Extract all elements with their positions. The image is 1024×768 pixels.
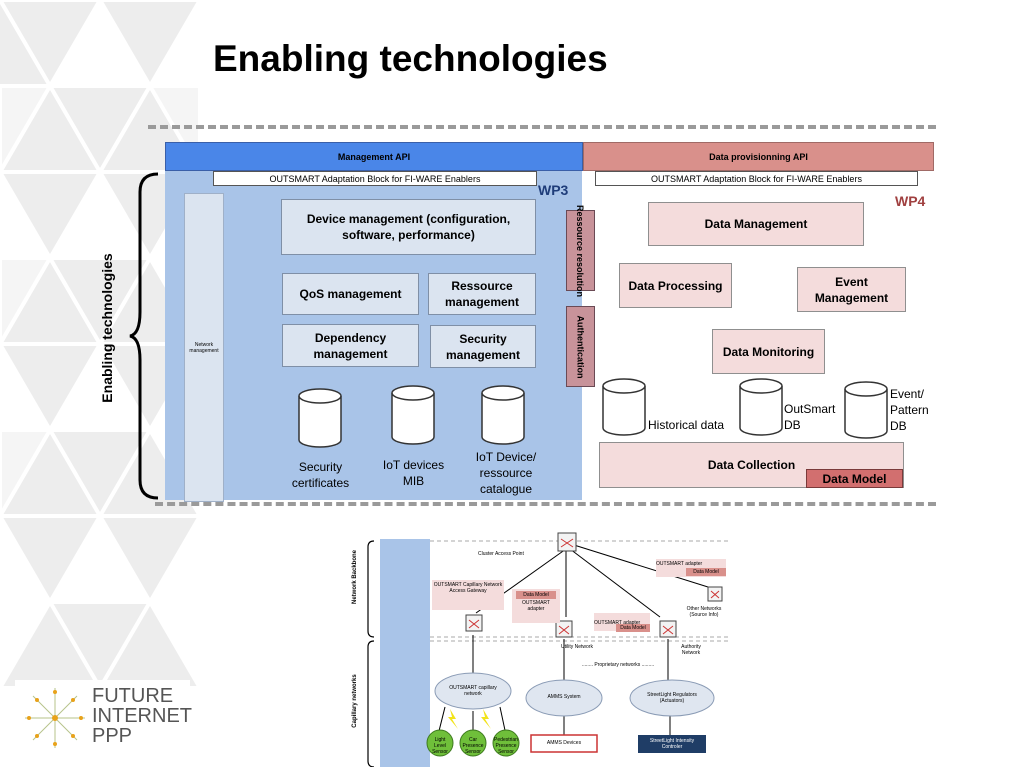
future-internet-logo: FUTURE INTERNET PPP xyxy=(15,680,192,752)
router-other-icon xyxy=(707,586,723,602)
data-model-3-label: Data Model xyxy=(693,569,719,575)
data-api-bar: Data provisionning API xyxy=(583,142,934,171)
logo-starburst-icon xyxy=(25,688,85,748)
cloud-streetlight xyxy=(629,679,715,717)
sensor-light-icon xyxy=(426,729,454,757)
network-diagram xyxy=(367,532,730,767)
data-model-2-tag xyxy=(616,624,650,632)
db-historical-icon xyxy=(602,378,646,436)
db-security-label: Security certificates xyxy=(291,460,350,490)
sensor-car-icon xyxy=(459,729,487,757)
backbone-brace xyxy=(367,540,375,638)
security-management-box: Security management xyxy=(430,325,536,368)
data-management-box: Data Management xyxy=(648,202,864,246)
sensor-light-label: Light Level Sensor xyxy=(432,737,448,755)
event-management-box: Event Management xyxy=(797,267,906,312)
data-processing-box: Data Processing xyxy=(619,263,732,308)
logo-line-3: PPP xyxy=(92,725,133,747)
utility-network-label: Utility Network xyxy=(561,644,593,650)
bottom-dashed-divider xyxy=(155,502,936,506)
device-management-box: Device management (configuration, softwa… xyxy=(281,199,536,255)
qos-management-box: QoS management xyxy=(282,273,419,315)
data-model-1-label: Data Model xyxy=(523,592,549,598)
curly-brace xyxy=(129,172,159,500)
data-monitoring-box: Data Monitoring xyxy=(712,329,825,374)
data-model-3-tag xyxy=(686,568,726,576)
adapter-2-label: OUTSMART adapter xyxy=(594,620,641,626)
adapter-3-label: OUTSMART adapter xyxy=(656,561,703,567)
router-cluster-icon xyxy=(557,532,577,552)
logo-line-2: INTERNET xyxy=(92,705,192,727)
adaptation-block-right: OUTSMART Adaptation Block for FI-WARE En… xyxy=(595,171,918,186)
db-iot-mib-label: IoT devices MIB xyxy=(382,458,445,488)
other-networks-label: Other Networks (Source Info) xyxy=(686,606,722,618)
ressource-resolution-bar: Ressource resolution xyxy=(566,204,595,297)
data-collection-label: Data Collection xyxy=(707,458,796,472)
amms-devices-label: AMMS Devices xyxy=(546,740,582,746)
ressource-resolution-label: Ressource resolution xyxy=(575,204,586,297)
cloud-amms xyxy=(525,679,603,717)
sensor-car-label: Car Presence Sensor xyxy=(462,737,484,755)
logo-line-1: FUTURE xyxy=(92,685,174,707)
amms-devices-box xyxy=(530,734,598,753)
ressource-management-box: Ressource management xyxy=(428,273,536,315)
authority-network-label: Authority Network xyxy=(681,644,701,656)
streetlight-controller-label: StreetLight Intensity Controler xyxy=(649,738,695,750)
gateway-label: OUTSMART Capillary Network Access Gatewa… xyxy=(433,582,503,594)
backbone-label: Network Backbone xyxy=(352,550,358,605)
db-outsmart-icon xyxy=(739,378,783,436)
router-gateway-icon xyxy=(465,614,483,632)
gateway-panel xyxy=(432,580,504,610)
network-blue-strip xyxy=(380,539,430,767)
db-historical-label: Historical data xyxy=(648,418,725,432)
adapter-1-label: OUTSMART adapter xyxy=(522,600,550,612)
sensor-ped-label: Pedestrian Presence Sensor xyxy=(494,737,518,755)
capillary-label: Capillary networks xyxy=(352,674,358,728)
capillary-cloud-label: OUTSMART capillary network xyxy=(449,685,497,697)
cluster-access-point-label: Cluster Access Point xyxy=(478,551,524,557)
db-catalogue-label: IoT Device/ ressource catalogue xyxy=(475,450,537,496)
streetlight-controller-box xyxy=(638,735,706,753)
streetlight-cloud-label: StreetLight Regulators (Actuators) xyxy=(647,692,697,704)
network-management-column: Network management xyxy=(184,193,224,502)
slide-title: Enabling technologies xyxy=(213,38,608,79)
db-event-label: Event/ Pattern DB xyxy=(890,387,929,433)
dependency-management-box: Dependency management xyxy=(282,324,419,367)
side-label: Enabling technologies xyxy=(99,253,115,403)
amms-cloud-label: AMMS System xyxy=(547,694,581,700)
authentication-label: Authentication xyxy=(575,315,586,378)
top-dashed-divider xyxy=(148,125,936,129)
router-utility-icon xyxy=(555,620,573,638)
router-authority-icon xyxy=(659,620,677,638)
db-event-icon xyxy=(844,381,888,439)
proprietary-networks-label: ........ Proprietary networks ......... xyxy=(581,662,655,668)
link-cap-authority xyxy=(569,548,661,618)
data-model-1-tag xyxy=(516,591,556,599)
link-cap-other xyxy=(573,544,709,588)
management-api-bar: Management API xyxy=(165,142,583,171)
wp4-label: WP4 xyxy=(895,193,926,209)
data-model-2-label: Data Model xyxy=(620,625,646,631)
authentication-bar: Authentication xyxy=(566,306,595,387)
db-outsmart-label: OutSmart DB xyxy=(784,402,836,432)
wp3-label: WP3 xyxy=(538,182,569,198)
data-model-box: Data Model xyxy=(806,469,903,488)
adaptation-block-left: OUTSMART Adaptation Block for FI-WARE En… xyxy=(213,171,537,186)
sensor-ped-icon xyxy=(492,729,520,757)
capillary-brace xyxy=(367,640,375,767)
cloud-capillary xyxy=(434,672,512,710)
